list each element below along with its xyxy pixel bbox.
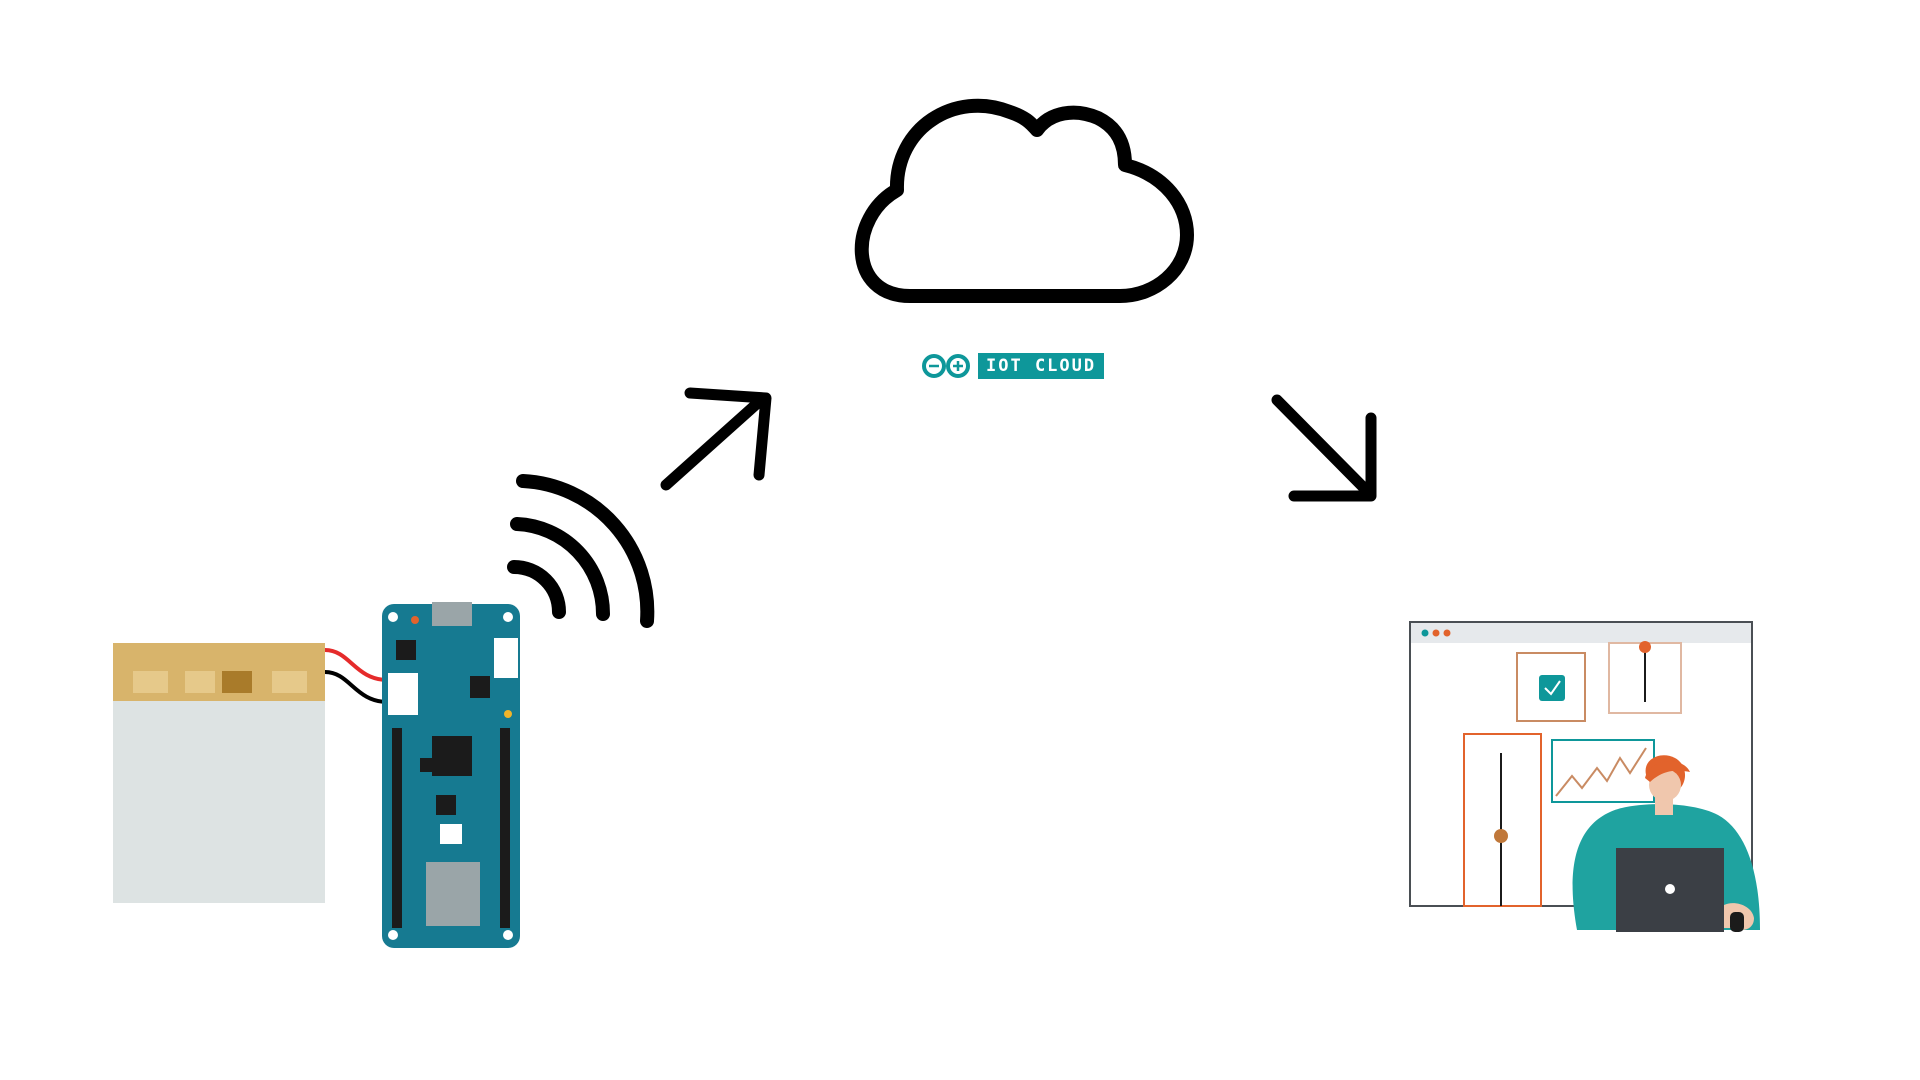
iot-cloud-label: IOT CLOUD [978, 353, 1105, 379]
checkbox-widget [1516, 652, 1586, 722]
vertical-slider-widget [1463, 733, 1542, 907]
lipo-battery-illustration [113, 643, 389, 903]
cloud-icon [854, 98, 1194, 303]
arrow-up-right-icon [660, 387, 772, 491]
arrow-down-right-icon [1271, 394, 1377, 502]
user-figure [1572, 755, 1760, 932]
dashboard-user-illustration [1409, 621, 1760, 932]
arduino-infinity-icon [922, 354, 970, 378]
arduino-board-illustration [382, 602, 520, 948]
wifi-signal-icon [507, 474, 655, 628]
slider-widget [1608, 641, 1682, 714]
arduino-iot-cloud-logo: IOT CLOUD [920, 353, 1105, 379]
browser-window [1409, 621, 1753, 907]
